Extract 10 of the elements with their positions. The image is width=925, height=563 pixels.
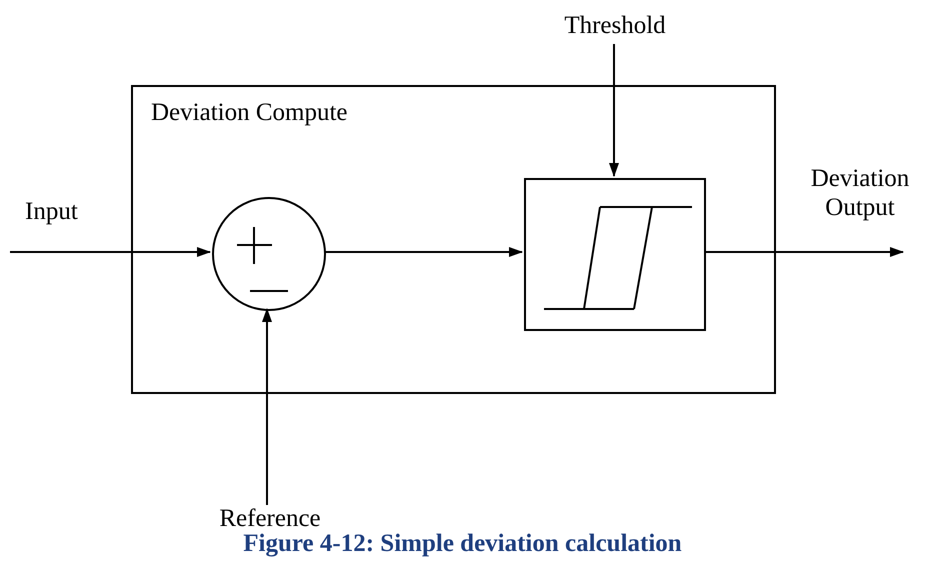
arrow [704,247,904,257]
process-block [131,85,776,394]
arrow [324,247,523,257]
arrow [10,247,211,257]
summing-junction-circle [212,197,326,311]
block-title: Deviation Compute [151,99,348,128]
arrow [262,308,272,505]
arrow [609,44,619,177]
hysteresis-block [524,178,706,331]
signal-label: Threshold [563,12,667,41]
